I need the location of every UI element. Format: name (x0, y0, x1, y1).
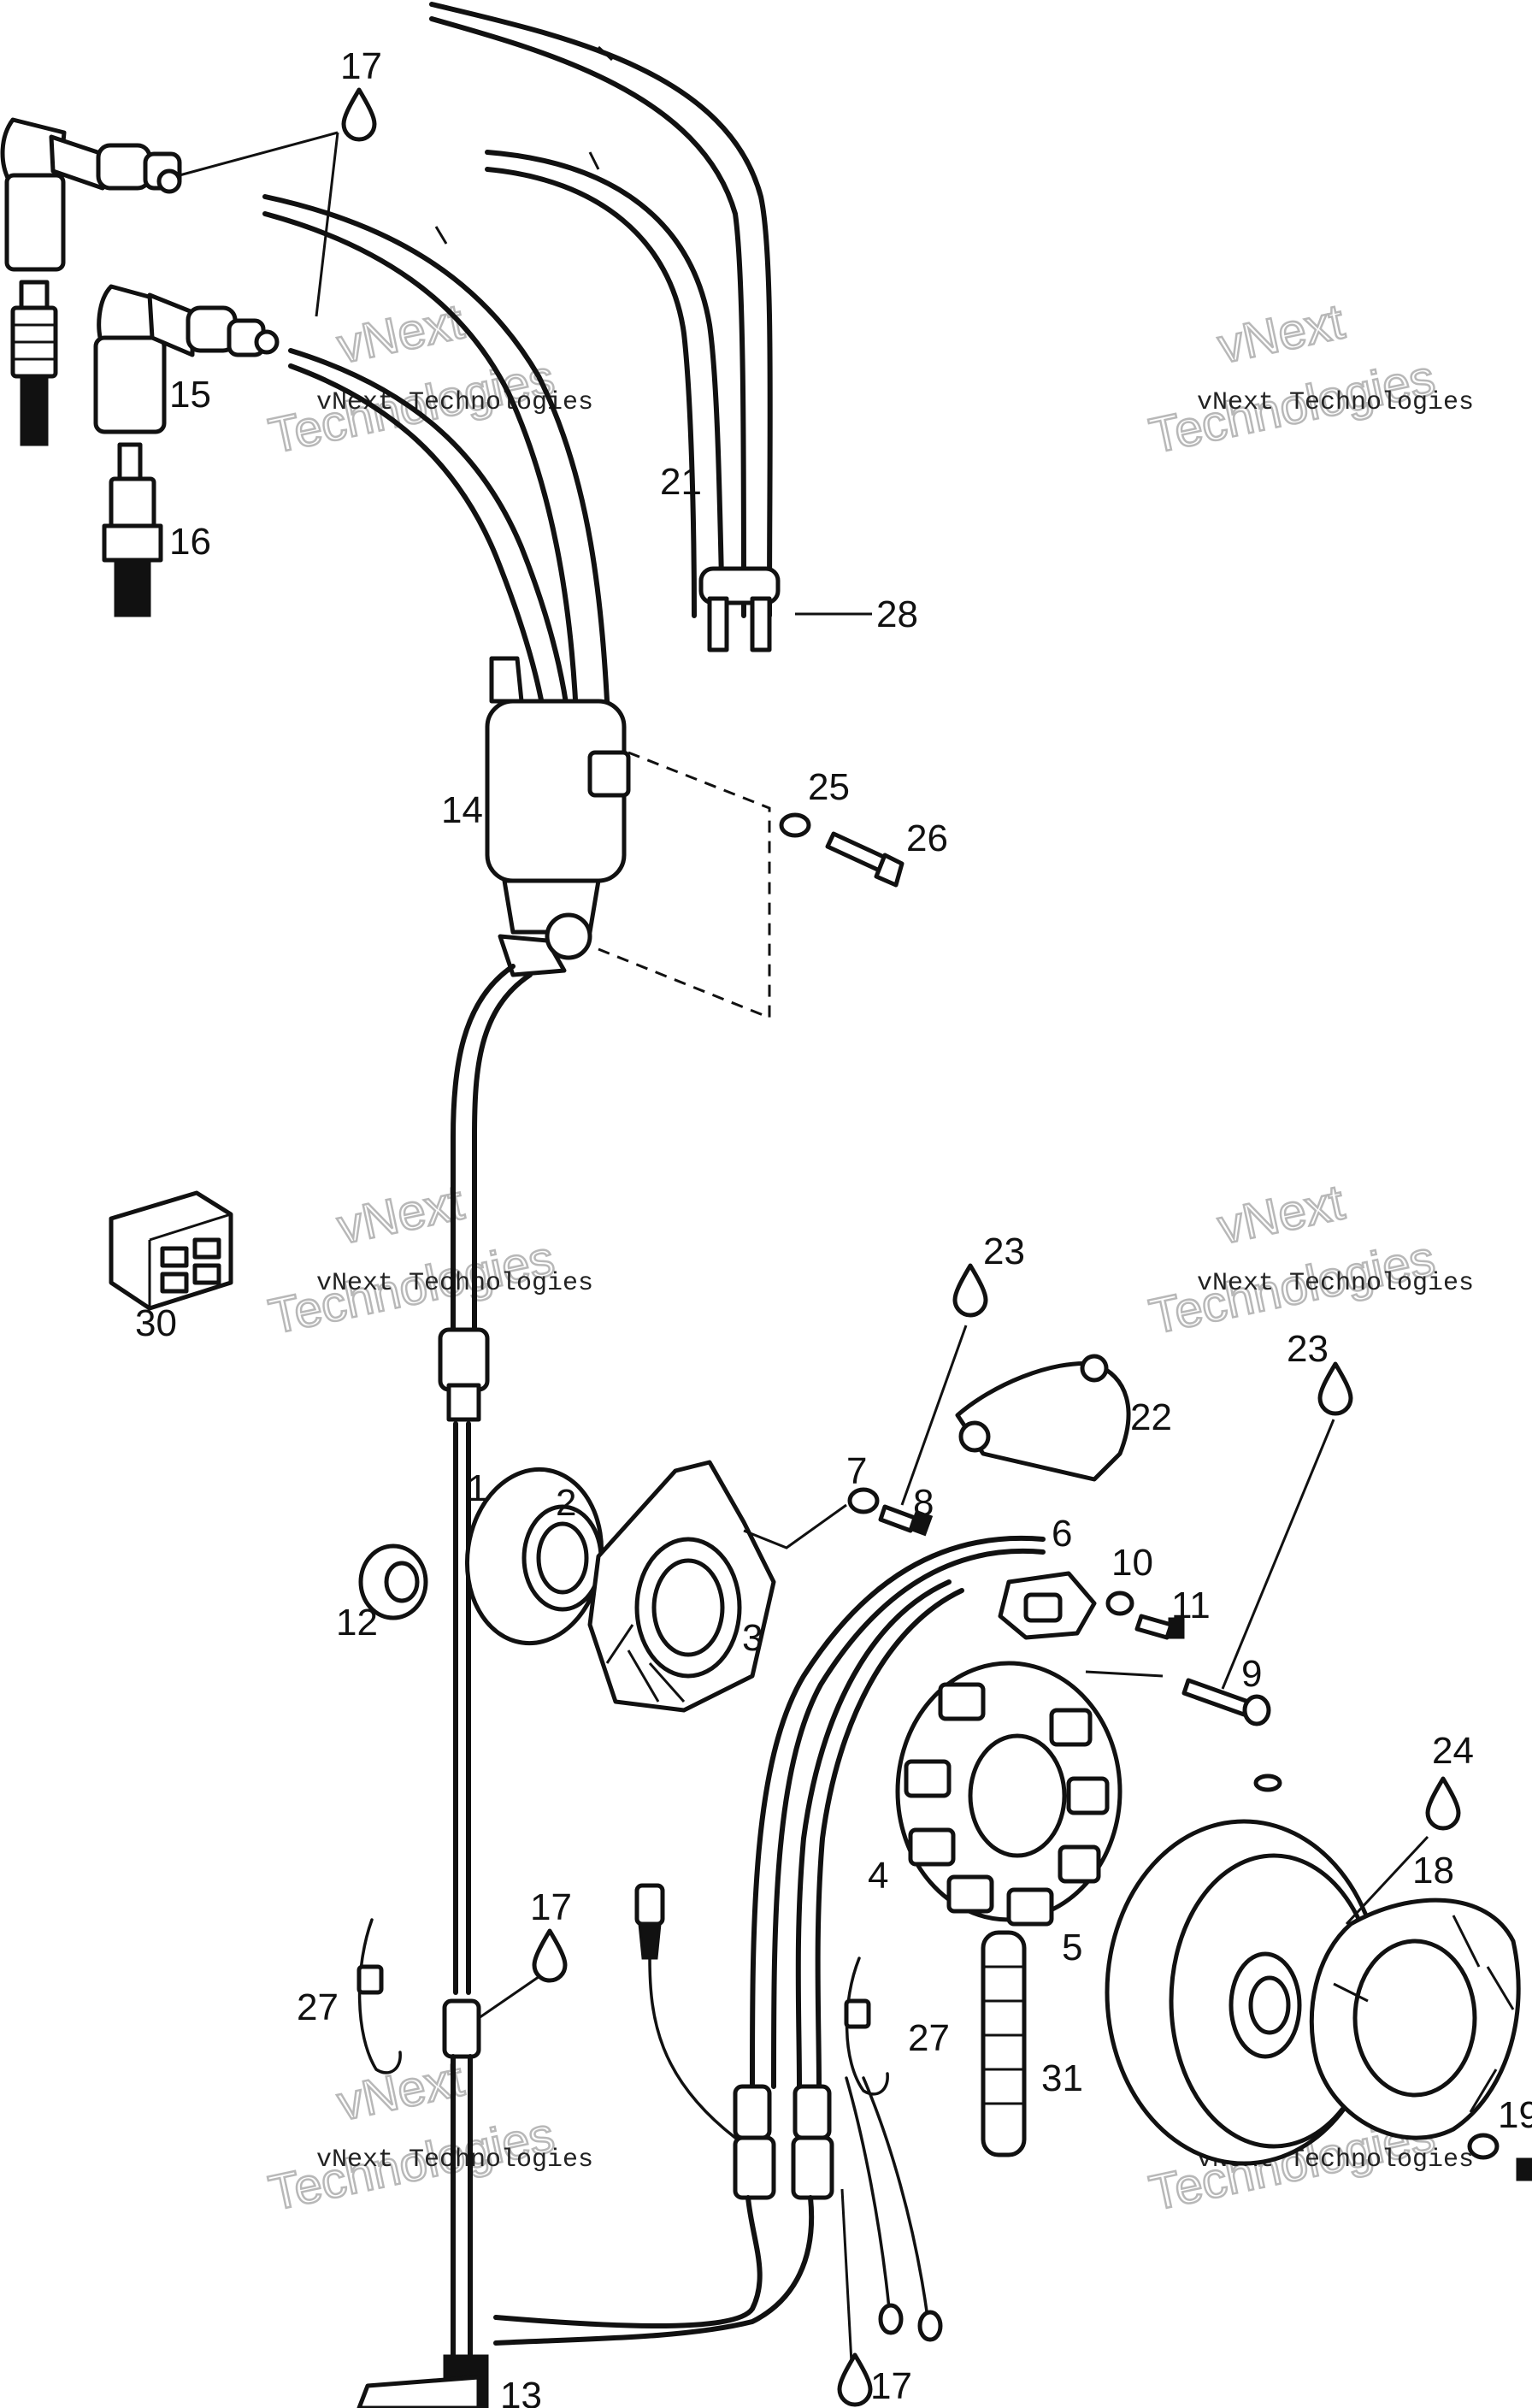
cover-part-22 (955, 1354, 1131, 1482)
callout-18: 18 (1412, 1850, 1454, 1892)
leader-24 (1345, 1835, 1429, 1926)
leader-stator (1085, 1670, 1164, 1678)
callout-26: 26 (906, 817, 948, 859)
callout-21: 21 (660, 461, 702, 503)
pickup-harness (750, 1535, 1046, 2089)
leader-23-right (1221, 1419, 1335, 1690)
callout-6: 6 (1052, 1513, 1072, 1555)
callout-2: 2 (556, 1482, 576, 1524)
watermark-bottom-left: vNext Technologies vNext Technologies (263, 2050, 593, 2222)
watermark-top-left: vNext Technologies vNext Technologies (263, 292, 593, 465)
callout-25: 25 (808, 766, 850, 808)
callout-27-right: 27 (908, 2017, 950, 2059)
watermark-mid-right: vNext Technologies vNext Technologies (1144, 1173, 1474, 1346)
watermark-big-1: vNext (333, 293, 468, 374)
drop-icon (952, 1263, 988, 1318)
drop-icon (1425, 1776, 1461, 1831)
spacer-part-31 (981, 1930, 1027, 2157)
callout-16: 16 (169, 521, 211, 563)
leader-23-mid (900, 1325, 968, 1506)
spark-plug-left (10, 280, 58, 446)
drop-icon (341, 87, 377, 142)
ring-gear-part-18 (1309, 1897, 1521, 2140)
callout-9: 9 (1241, 1653, 1262, 1695)
drop-icon (1317, 1361, 1353, 1416)
callout-15: 15 (169, 374, 211, 416)
callout-12: 12 (336, 1602, 378, 1644)
bolt-part-8 (878, 1504, 934, 1537)
pickup-coil-part-6 (998, 1571, 1097, 1640)
callout-22: 22 (1130, 1396, 1172, 1438)
leader-housing-3 (743, 1503, 847, 1549)
housing-part-3 (587, 1460, 776, 1713)
seal-part-2 (521, 1504, 604, 1612)
washer-part-10 (1105, 1591, 1134, 1616)
watermark-big-1: vNext (1213, 1174, 1349, 1254)
ignition-coil-part-14 (485, 656, 631, 977)
callout-10: 10 (1111, 1542, 1153, 1584)
watermark-small: vNext Technologies (1197, 388, 1474, 417)
callout-labels: 17 15 16 21 28 14 25 26 30 23 22 23 1 2 … (135, 45, 1532, 2408)
callout-24: 24 (1432, 1730, 1474, 1772)
connector-part-30 (109, 1190, 233, 1311)
callout-23-right: 23 (1287, 1328, 1329, 1370)
callout-11: 11 (1171, 1585, 1211, 1626)
watermark-mid-left: vNext Technologies vNext Technologies (263, 1173, 593, 1346)
ignition-wires (262, 2, 773, 764)
callout-1: 1 (467, 1467, 487, 1509)
callout-4: 4 (868, 1855, 888, 1897)
leader-17-top (179, 131, 339, 317)
washer-part-25 (779, 812, 811, 838)
watermark-big-1: vNext (1213, 293, 1349, 374)
callout-17-bottom: 17 (870, 2365, 912, 2407)
coil-mounting-guide (598, 751, 771, 1020)
callout-31: 31 (1041, 2057, 1083, 2099)
main-harness (356, 964, 533, 2408)
callout-27-left: 27 (297, 1986, 339, 2028)
washer-part-7 (847, 1487, 880, 1514)
bolt-part-9 (1181, 1678, 1271, 1726)
bolt-part-26 (825, 831, 904, 888)
watermark-top-right: vNext Technologies vNext Technologies (1144, 292, 1474, 465)
washer-part-19 (1467, 2133, 1532, 2181)
callout-14: 14 (441, 789, 483, 831)
callout-28: 28 (876, 593, 918, 635)
harness-connectors-bottom (493, 1883, 943, 2395)
cable-tie-part-27-left (356, 1918, 402, 2075)
callout-19: 19 (1498, 2094, 1532, 2136)
drop-icon (837, 2352, 873, 2407)
callout-3: 3 (742, 1617, 763, 1659)
watermark-small: vNext Technologies (1197, 1269, 1474, 1298)
stator-part-4 (895, 1661, 1122, 1927)
callout-23-mid: 23 (983, 1231, 1025, 1272)
callout-13: 13 (500, 2375, 542, 2408)
callout-17-mid: 17 (530, 1886, 572, 1928)
cable-tie-part-27-right (844, 1956, 889, 2096)
screw-part-11 (1134, 1614, 1185, 1640)
leader-17-bottom-mid (478, 1969, 548, 2020)
wire-clamp-part-28 (698, 566, 872, 652)
callout-5: 5 (1062, 1927, 1082, 1968)
spark-plug-cap-part-15 (93, 284, 280, 434)
spark-plug-part-16 (102, 442, 163, 617)
spark-plug-cap-left (0, 117, 182, 272)
grommet-part-12 (358, 1543, 428, 1620)
drop-icon (532, 1928, 568, 1983)
callout-7: 7 (846, 1450, 867, 1492)
callout-8: 8 (913, 1482, 934, 1524)
watermark-big-1: vNext (333, 1174, 468, 1254)
callout-17-top: 17 (340, 45, 382, 87)
callout-30: 30 (135, 1302, 177, 1344)
